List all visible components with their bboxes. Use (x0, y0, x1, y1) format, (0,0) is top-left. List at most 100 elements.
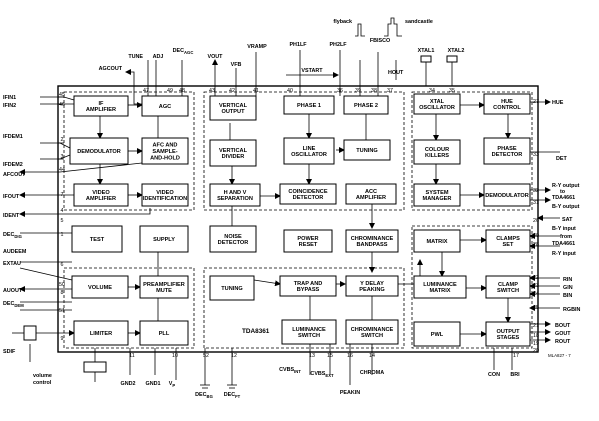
block-box (413, 139, 461, 165)
signal-text: SAT (562, 217, 573, 223)
signal-text: HOUT (388, 70, 404, 76)
block-pwl: PWL (413, 321, 461, 347)
block-label: Y DELAY (360, 281, 384, 287)
pin-27: 27 (533, 99, 539, 105)
pin-51: 51 (59, 308, 65, 314)
signal-text: IFDEM2 (3, 162, 23, 168)
block-label: CHROMINANCE (351, 327, 394, 333)
block-label: VIDEO (92, 190, 110, 196)
block-supply: SUPPLY (139, 225, 189, 253)
pin-21: 21 (533, 323, 539, 329)
signal-hue: HUE (552, 100, 564, 106)
block-label: AMPLIFIER (86, 107, 116, 113)
signal-text: BIN (563, 293, 572, 299)
signal-con: CON (488, 372, 500, 378)
block-label: HUE (501, 99, 513, 105)
block-box (413, 183, 461, 207)
block-matrix: MATRIX (413, 229, 461, 253)
block-label: AMPLIFIER (356, 195, 386, 201)
block-demod-r: DEMODULATOR (483, 183, 531, 207)
signal-subscript: DEM (14, 303, 24, 308)
block-label: DEMODULATOR (485, 193, 529, 199)
pin-6: 6 (61, 262, 64, 268)
signal-text: TDA4661 (552, 195, 575, 201)
pin-28: 28 (533, 242, 539, 248)
signal-sat: SAT (562, 217, 573, 223)
block-label: NOISE (224, 234, 242, 240)
signal-text: PEAKIN (340, 390, 360, 396)
signal-auout: AUOUT (3, 288, 23, 294)
signal-text: IDENT (3, 213, 20, 219)
signal-subscript: P (172, 383, 175, 388)
signal-text: DEC (3, 301, 14, 307)
block-label: OSCILLATOR (419, 105, 455, 111)
block-label: MANAGER (423, 196, 452, 202)
signal-sandcastle: sandcastle (405, 19, 433, 25)
signal-ifdem1: IFDEM1 (3, 134, 23, 140)
block-box (209, 183, 261, 207)
pin-32: 32 (533, 188, 539, 194)
block-box (73, 320, 129, 346)
pin-31: 31 (533, 200, 539, 206)
chip-name: TDA8361 (242, 328, 270, 335)
block-box (345, 183, 397, 205)
block-label: KILLERS (425, 153, 449, 159)
colour-group (411, 91, 533, 211)
block-volume: VOLUME (71, 275, 129, 299)
block-label: MATRIX (426, 239, 447, 245)
block-demod: DEMODULATOR (69, 137, 129, 165)
signal-bout: BOUT (555, 323, 571, 329)
signal-subscript: DIG (14, 234, 21, 239)
signal-cvbs-int: CVBSINT (279, 367, 301, 374)
signal-volume-control: volume (33, 373, 52, 379)
signal-xtal2: XTAL2 (448, 48, 465, 54)
pin-42: 42 (229, 88, 235, 94)
signal-text: TDA4661 (552, 241, 575, 247)
block-label: TRAP AND (294, 281, 323, 287)
block-box (413, 93, 461, 115)
signal-text: AUOUT (3, 288, 23, 294)
signal-text: DEC (224, 392, 235, 398)
block-label: RESET (299, 242, 318, 248)
block-label: SWITCH (298, 333, 320, 339)
block-test: TEST (71, 225, 123, 253)
pin-22: 22 (533, 275, 539, 281)
signal-volume-control-line2: control (33, 380, 52, 386)
signal-text: to (560, 189, 566, 195)
signal-text: GND1 (146, 381, 161, 387)
signal-text: VFB (231, 62, 242, 68)
pin-18: 18 (533, 333, 539, 339)
signal-text: RIN (563, 277, 572, 283)
block-label: DIVIDER (222, 154, 245, 160)
block-label: OSCILLATOR (291, 152, 327, 158)
block-label: VERTICAL (219, 148, 248, 154)
pin-25: 25 (533, 305, 539, 311)
signal-chroma: CHROMA (360, 370, 384, 376)
pin-36: 36 (337, 88, 343, 94)
block-box (483, 183, 531, 207)
pin-48: 48 (179, 88, 185, 94)
block-label: PWL (431, 332, 444, 338)
block-label: STAGES (497, 335, 520, 341)
pin-40: 40 (287, 88, 293, 94)
signal-text: CVBS (310, 371, 325, 377)
pin-7: 7 (61, 192, 64, 198)
pin-14: 14 (369, 353, 375, 359)
block-label: PHASE (497, 146, 517, 152)
pin-8: 8 (61, 290, 64, 296)
signal-fbisco: FBISCO (370, 38, 390, 44)
signal-dec-bg: DECBG (195, 392, 213, 399)
pin-39: 39 (355, 88, 361, 94)
signal-vstart: VSTART (301, 68, 323, 74)
block-box (279, 275, 337, 297)
block-box (139, 225, 189, 253)
